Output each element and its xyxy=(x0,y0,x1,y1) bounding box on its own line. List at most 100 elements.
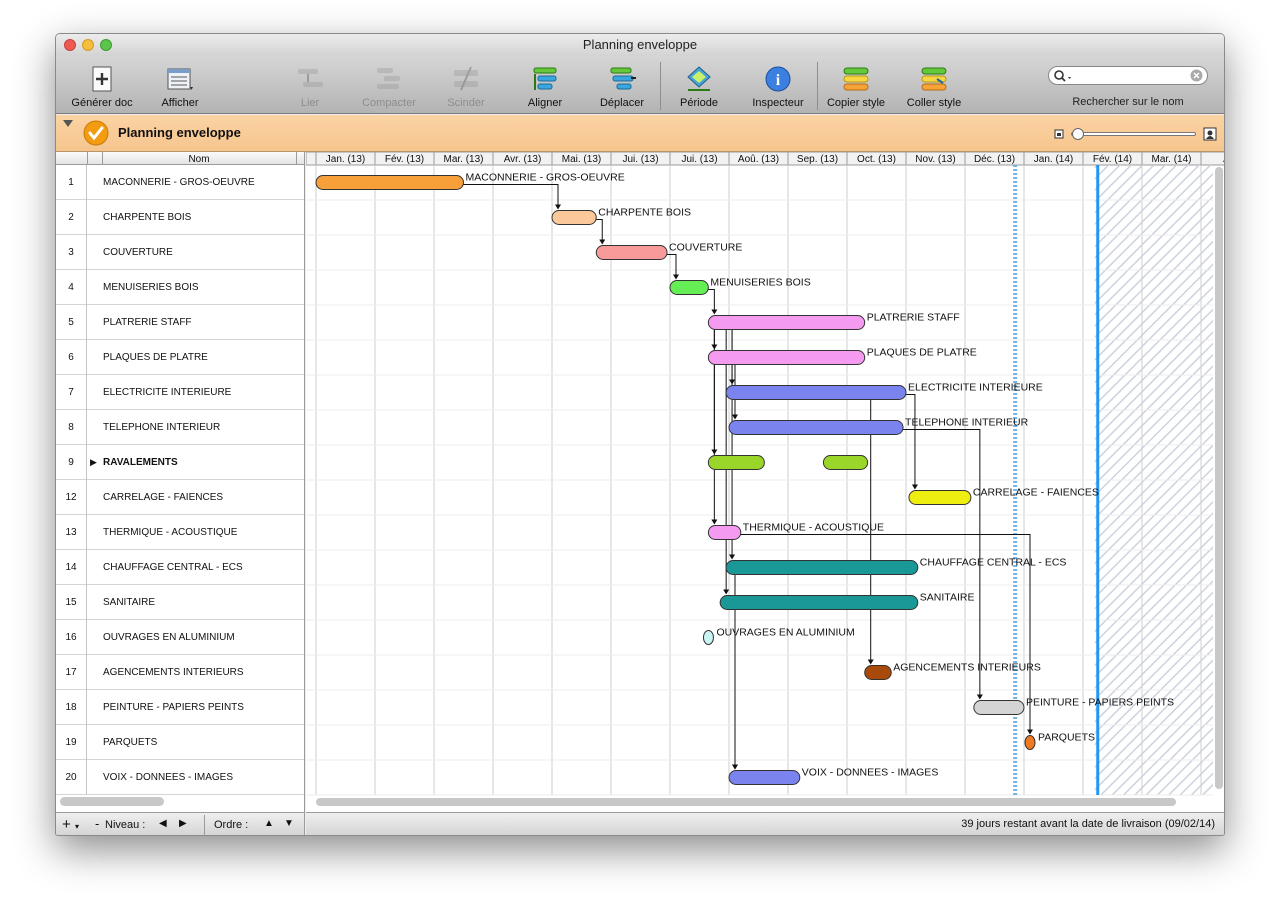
task-name[interactable]: CHARPENTE BOIS xyxy=(103,212,192,223)
copy-style-button[interactable]: Copier style xyxy=(816,64,896,109)
task-name[interactable]: TELEPHONE INTERIEUR xyxy=(103,422,221,433)
month-label: Oct. (13) xyxy=(857,154,896,165)
remove-task-button[interactable]: - xyxy=(95,816,100,831)
task-bar[interactable] xyxy=(707,525,742,540)
task-bar[interactable] xyxy=(822,455,869,470)
zoom-window-button[interactable] xyxy=(100,39,112,51)
level-left-button[interactable]: ◀ xyxy=(159,818,167,829)
milestone[interactable] xyxy=(702,630,714,645)
task-bar[interactable] xyxy=(719,595,919,610)
gantt-chart[interactable]: Jan. (13)Fév. (13)Mar. (13)Avr. (13)Mai.… xyxy=(305,151,1225,812)
task-name[interactable]: PLAQUES DE PLATRE xyxy=(103,352,208,363)
order-up-button[interactable]: ▲ xyxy=(264,818,274,829)
split-button[interactable]: Scinder xyxy=(426,64,506,109)
gantt-svg[interactable]: Jan. (13)Fév. (13)Mar. (13)Avr. (13)Mai.… xyxy=(305,151,1225,812)
task-bar[interactable] xyxy=(728,420,904,435)
toolbar-separator xyxy=(817,62,818,110)
task-name[interactable]: PLATRERIE STAFF xyxy=(103,317,192,328)
compact-button[interactable]: Compacter xyxy=(349,64,429,109)
task-bar[interactable] xyxy=(728,770,801,785)
period-button[interactable]: Période xyxy=(659,64,739,109)
zoom-slider-knob[interactable] xyxy=(1072,128,1084,140)
chart-vertical-scrollbar[interactable] xyxy=(1215,167,1223,789)
zoom-slider[interactable] xyxy=(1071,128,1196,140)
task-bar[interactable] xyxy=(864,665,892,680)
task-name[interactable]: PARQUETS xyxy=(103,737,158,748)
task-bar[interactable] xyxy=(669,280,709,295)
task-name[interactable]: COUVERTURE xyxy=(103,247,173,258)
task-name[interactable]: MENUISERIES BOIS xyxy=(103,282,199,293)
minimize-window-button[interactable] xyxy=(82,39,94,51)
row-number: 3 xyxy=(56,235,87,270)
add-task-button[interactable]: + xyxy=(62,816,71,833)
task-name[interactable]: CARRELAGE - FAIENCES xyxy=(103,492,224,503)
zoom-in-icon[interactable] xyxy=(1203,127,1217,141)
close-window-button[interactable] xyxy=(64,39,76,51)
task-name[interactable]: ELECTRICITE INTERIEURE xyxy=(103,387,232,398)
task-name[interactable]: OUVRAGES EN ALUMINIUM xyxy=(103,632,235,643)
task-name[interactable]: THERMIQUE - ACOUSTIQUE xyxy=(103,527,238,538)
chart-horizontal-scrollbar[interactable] xyxy=(316,798,1176,806)
expand-group-icon[interactable]: ▶ xyxy=(90,457,97,467)
task-bar[interactable] xyxy=(725,560,919,575)
paste-style-button[interactable]: Coller style xyxy=(894,64,974,109)
clear-search-icon[interactable] xyxy=(1190,69,1203,82)
task-bar[interactable] xyxy=(315,175,464,190)
generate-doc-button[interactable]: Générer doc xyxy=(62,64,142,109)
link-button[interactable]: Lier xyxy=(270,64,350,109)
milestone[interactable] xyxy=(1024,735,1036,750)
task-bar-label: COUVERTURE xyxy=(669,242,742,254)
task-bar[interactable] xyxy=(595,245,668,260)
task-name[interactable]: CHAUFFAGE CENTRAL - ECS xyxy=(103,562,243,573)
table-row[interactable]: 18 PEINTURE - PAPIERS PEINTS xyxy=(56,690,304,725)
name-column-header[interactable]: Nom xyxy=(188,154,210,165)
inspector-button[interactable]: i Inspecteur xyxy=(738,64,818,109)
task-bar[interactable] xyxy=(908,490,972,505)
align-button[interactable]: Aligner xyxy=(505,64,585,109)
task-bar[interactable] xyxy=(707,350,866,365)
task-name[interactable]: AGENCEMENTS INTERIEURS xyxy=(103,667,244,678)
compact-label: Compacter xyxy=(362,97,416,109)
task-bar[interactable] xyxy=(707,315,866,330)
table-row[interactable]: 9▶RAVALEMENTS xyxy=(56,445,304,480)
disclosure-triangle-icon[interactable] xyxy=(63,120,73,128)
level-right-button[interactable]: ▶ xyxy=(179,818,187,829)
task-list-scrollbar[interactable] xyxy=(60,797,164,806)
task-name[interactable]: RAVALEMENTS xyxy=(103,457,178,468)
task-name[interactable]: VOIX - DONNEES - IMAGES xyxy=(103,772,234,783)
task-bar[interactable] xyxy=(707,455,765,470)
header-divider xyxy=(87,152,88,165)
show-menu-button[interactable]: Afficher xyxy=(140,64,220,109)
table-row[interactable]: 3 COUVERTURE xyxy=(56,235,304,270)
task-name[interactable]: MACONNERIE - GROS-OEUVRE xyxy=(103,177,255,188)
new-document-icon xyxy=(92,66,112,92)
task-name[interactable]: SANITAIRE xyxy=(103,597,156,608)
month-label: Avr xyxy=(1223,154,1225,165)
task-bar-label: CARRELAGE - FAIENCES xyxy=(973,487,1099,499)
zoom-out-icon[interactable] xyxy=(1054,129,1064,139)
row-number: 18 xyxy=(56,690,87,725)
add-menu-arrow-icon[interactable]: ▾ xyxy=(75,822,80,831)
search-field[interactable] xyxy=(1048,66,1208,85)
task-bar[interactable] xyxy=(551,210,597,225)
move-button[interactable]: Déplacer xyxy=(582,64,662,109)
task-name[interactable]: PEINTURE - PAPIERS PEINTS xyxy=(103,702,244,713)
task-bar[interactable] xyxy=(973,700,1025,715)
task-bar[interactable] xyxy=(725,385,907,400)
order-down-button[interactable]: ▼ xyxy=(284,818,294,829)
